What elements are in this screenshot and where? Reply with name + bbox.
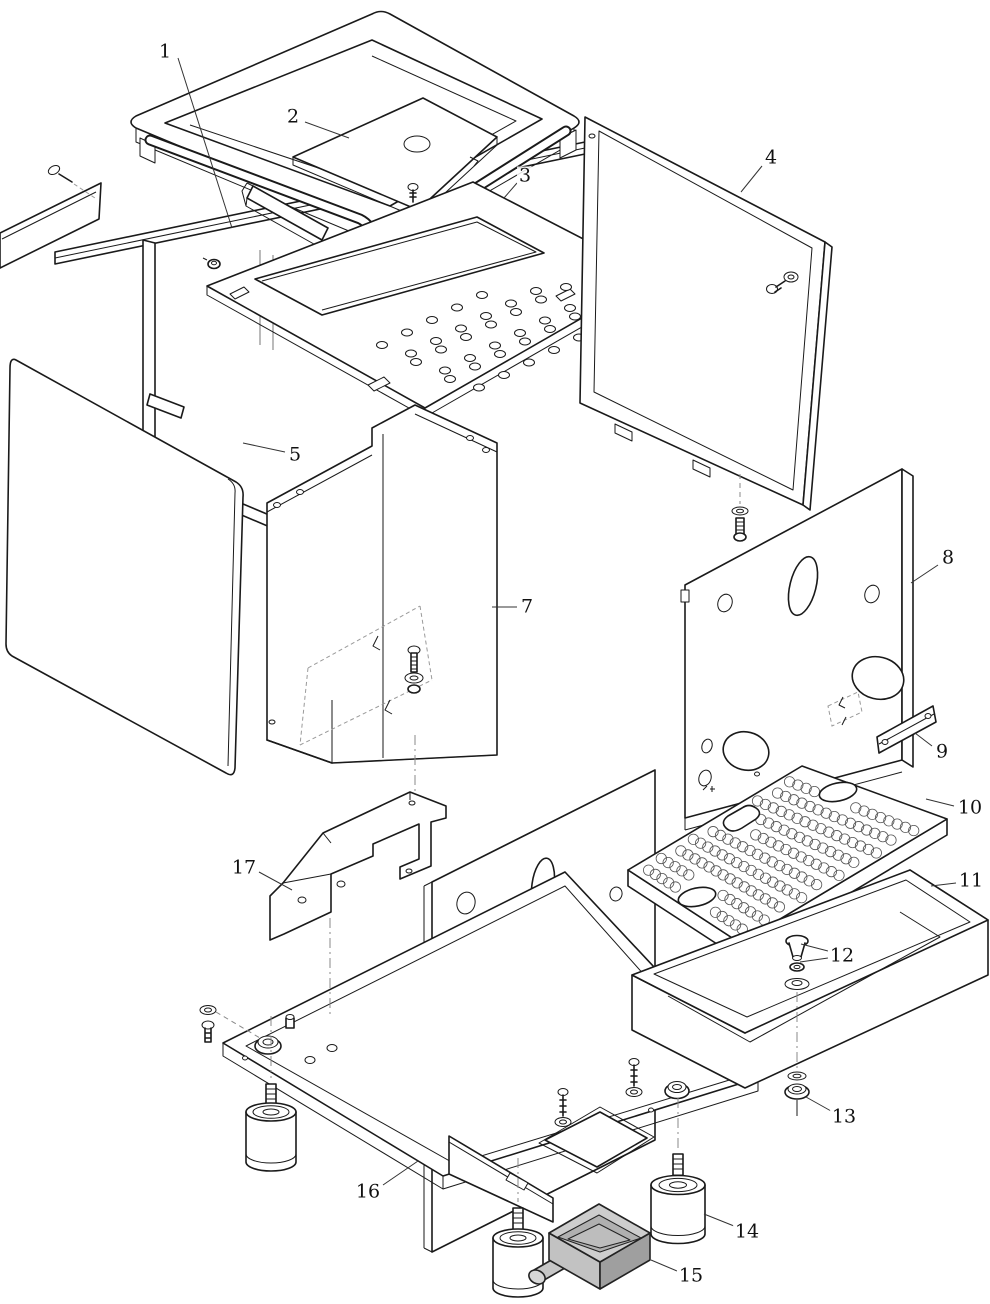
part-15-drain-box: [526, 1204, 650, 1289]
leader-lines: [178, 58, 956, 1271]
part-11-drip-tray: [632, 870, 988, 1088]
screw-washer-base-left: [200, 1006, 260, 1043]
part-4-right-side-panel: [580, 117, 832, 510]
part-label-3: 3: [516, 164, 534, 187]
part-label-11: 11: [956, 869, 986, 892]
bolt-washer-mid-right: [732, 474, 748, 541]
part-label-10: 10: [955, 796, 985, 819]
part-label-1: 1: [156, 40, 174, 63]
part-label-2: 2: [284, 105, 302, 128]
part-13-washer-nut: [785, 1072, 809, 1116]
part-label-14: 14: [732, 1220, 762, 1243]
part-7-inner-box: [267, 405, 497, 797]
part-label-9: 9: [933, 740, 951, 763]
part-17-bracket: [270, 792, 446, 1015]
part-12-plug: [785, 936, 809, 1069]
part-label-4: 4: [762, 146, 780, 169]
part-6-left-blank-panel: [6, 359, 243, 774]
part-16-base-frame: [223, 770, 758, 1252]
part-label-13: 13: [829, 1105, 859, 1128]
grate-holes: [643, 777, 918, 935]
part-9-strip: [877, 706, 936, 753]
part-label-5: 5: [286, 443, 304, 466]
part-label-15: 15: [676, 1264, 706, 1287]
part-14-foot-center: [493, 1158, 543, 1297]
nut-floating-left: [203, 258, 220, 269]
part-label-7: 7: [518, 595, 536, 618]
part-label-17: 17: [229, 856, 259, 879]
part-14-foot-right: [651, 1098, 705, 1244]
part-8-rear-panel: [681, 469, 913, 830]
part-14-foot-left: [246, 1016, 296, 1171]
part-label-16: 16: [353, 1180, 383, 1203]
part-label-12: 12: [827, 944, 857, 967]
part-2-warming-plate: [242, 98, 497, 350]
part-label-8: 8: [939, 546, 957, 569]
